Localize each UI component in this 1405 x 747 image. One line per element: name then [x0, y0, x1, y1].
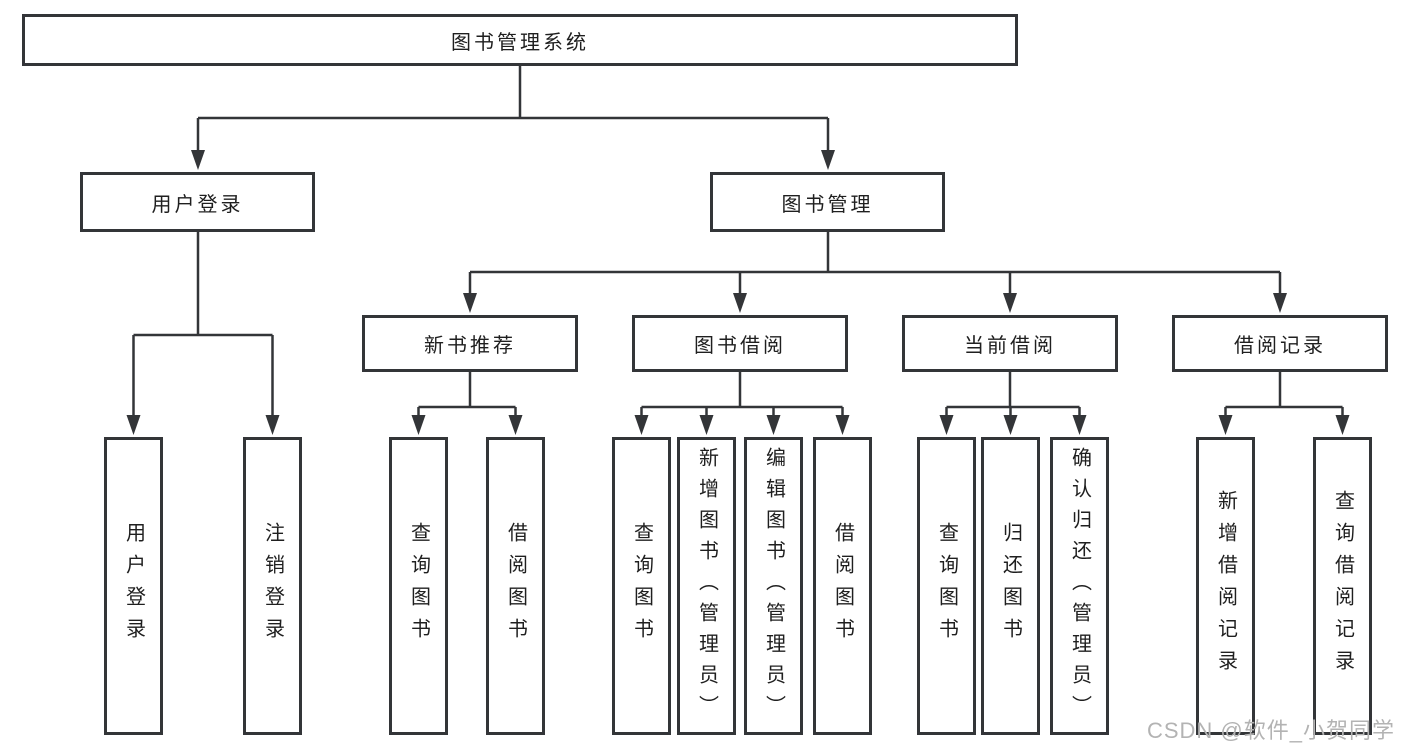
leaf-label: 用户登录: [122, 522, 145, 650]
leaf-query-books-3: 查询图书: [917, 437, 976, 735]
node-user-login: 用户登录: [80, 172, 315, 232]
leaf-borrow-books-1: 借阅图书: [486, 437, 545, 735]
leaf-label: 编辑图书（管理员）: [762, 446, 785, 726]
arrowhead-icons: [126, 150, 1350, 435]
leaf-add-book-admin: 新增图书（管理员）: [677, 437, 736, 735]
leaf-label: 新增图书（管理员）: [695, 446, 718, 726]
leaf-label: 查询图书: [935, 522, 958, 650]
leaf-confirm-return-admin: 确认归还（管理员）: [1050, 437, 1109, 735]
leaf-return-book: 归还图书: [981, 437, 1040, 735]
leaf-label: 查询图书: [407, 522, 430, 650]
leaf-label: 借阅图书: [831, 522, 854, 650]
csdn-watermark: CSDN @软件_小贺同学: [1146, 718, 1395, 743]
node-new-book-recommend: 新书推荐: [362, 315, 578, 372]
node-book-management: 图书管理: [710, 172, 945, 232]
leaf-label: 新增借阅记录: [1214, 490, 1237, 682]
leaf-query-books-2: 查询图书: [612, 437, 671, 735]
leaf-label: 借阅图书: [504, 522, 527, 650]
leaf-label: 注销登录: [261, 522, 284, 650]
node-root-library-system: 图书管理系统: [22, 14, 1018, 66]
leaf-borrow-books-2: 借阅图书: [813, 437, 872, 735]
leaf-label: 归还图书: [999, 522, 1022, 650]
leaf-query-borrow-record: 查询借阅记录: [1313, 437, 1372, 735]
node-borrow-records: 借阅记录: [1172, 315, 1388, 372]
leaf-edit-book-admin: 编辑图书（管理员）: [744, 437, 803, 735]
node-book-borrow: 图书借阅: [632, 315, 848, 372]
leaf-label: 查询图书: [630, 522, 653, 650]
leaf-user-login: 用户登录: [104, 437, 163, 735]
leaf-label: 查询借阅记录: [1331, 490, 1354, 682]
leaf-label: 确认归还（管理员）: [1068, 446, 1091, 726]
leaf-logout: 注销登录: [243, 437, 302, 735]
leaf-query-books-1: 查询图书: [389, 437, 448, 735]
node-current-borrow: 当前借阅: [902, 315, 1118, 372]
leaf-add-borrow-record: 新增借阅记录: [1196, 437, 1255, 735]
